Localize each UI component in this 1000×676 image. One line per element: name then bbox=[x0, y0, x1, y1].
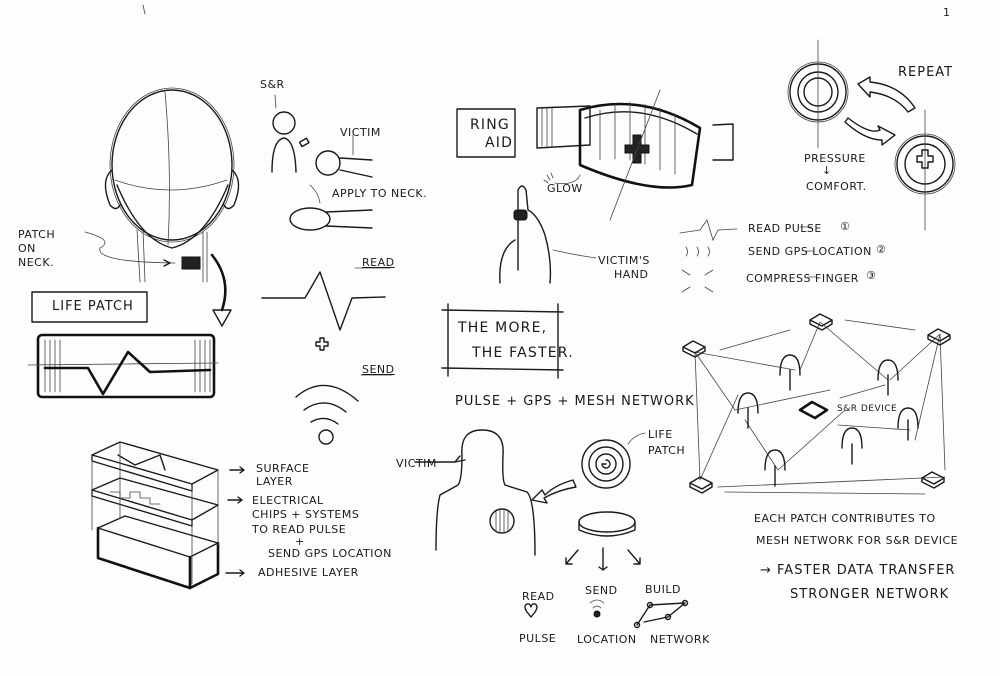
center-victim-label: VICTIM bbox=[396, 457, 437, 470]
chest-patch bbox=[489, 508, 515, 534]
action-send: SEND bbox=[585, 584, 618, 597]
sr-device bbox=[798, 400, 829, 420]
electrical-label-4: + bbox=[295, 535, 305, 548]
slogan-line-2: THE FASTER. bbox=[472, 345, 574, 361]
formula-label: PULSE + GPS + MESH NETWORK bbox=[455, 394, 695, 409]
read-send-sketch bbox=[261, 267, 393, 445]
relay-device bbox=[689, 476, 713, 494]
apply-patch-sketch bbox=[271, 94, 373, 231]
pressure-rings bbox=[787, 39, 956, 231]
function-send-gps: SEND GPS LOCATION bbox=[748, 245, 872, 258]
sr-device-label: S&R DEVICE bbox=[837, 404, 898, 414]
head-sketch bbox=[84, 87, 240, 327]
slogan-line-1: THE MORE, bbox=[458, 320, 548, 336]
life-patch-label-1: LIFE bbox=[648, 428, 673, 441]
mesh-network-diagram bbox=[682, 313, 951, 495]
network-icon bbox=[636, 602, 686, 626]
heart-icon bbox=[524, 603, 538, 618]
life-patch-label-2: PATCH bbox=[648, 444, 686, 457]
function-number-2: ② bbox=[876, 243, 887, 256]
life-patch-spiral bbox=[581, 439, 631, 489]
relay-device bbox=[682, 340, 706, 358]
glow-label: GLOW bbox=[547, 182, 583, 195]
send-label: SEND bbox=[362, 363, 395, 376]
life-patch-band bbox=[27, 291, 219, 399]
action-network: NETWORK bbox=[650, 633, 710, 646]
relay-device bbox=[809, 313, 833, 331]
comfort-label: COMFORT. bbox=[806, 180, 867, 193]
ring-on-finger bbox=[513, 209, 528, 221]
relay-device bbox=[927, 328, 951, 346]
life-patch-title: LIFE PATCH bbox=[52, 299, 134, 314]
sr-label: S&R bbox=[260, 78, 285, 91]
function-number-1: ① bbox=[840, 220, 851, 233]
pressure-arrow: ↓ bbox=[822, 164, 832, 177]
victim-body-sketch bbox=[414, 429, 689, 629]
ring-aid-sketch bbox=[456, 89, 817, 293]
page-mark bbox=[142, 4, 146, 15]
benefit-2: STRONGER NETWORK bbox=[790, 587, 950, 602]
repeat-label: REPEAT bbox=[898, 65, 954, 80]
victims-hand-label-2: HAND bbox=[614, 268, 649, 281]
action-read: READ bbox=[522, 590, 555, 603]
slogan-frame bbox=[441, 303, 564, 379]
function-compress-finger: COMPRESS FINGER bbox=[746, 272, 859, 285]
ring-aid-title-1: RING bbox=[470, 117, 510, 133]
surface-layer-label: SURFACE LAYER bbox=[256, 462, 310, 488]
adhesive-layer-label: ADHESIVE LAYER bbox=[258, 566, 359, 579]
action-pulse: PULSE bbox=[519, 632, 557, 645]
signal-icon bbox=[593, 610, 601, 618]
function-read-pulse: READ PULSE bbox=[748, 222, 822, 235]
electrical-label-3: TO READ PULSE bbox=[252, 523, 347, 536]
pressure-label: PRESSURE bbox=[804, 152, 866, 165]
mesh-caption-1: EACH PATCH CONTRIBUTES TO bbox=[754, 512, 936, 525]
benefit-1: → FASTER DATA TRANSFER bbox=[760, 563, 956, 578]
relay-device bbox=[921, 471, 945, 489]
neck-patch bbox=[181, 256, 201, 270]
electrical-label-1: ELECTRICAL bbox=[252, 494, 324, 507]
victim-label: VICTIM bbox=[340, 126, 381, 139]
apply-to-neck-label: APPLY TO NECK. bbox=[332, 187, 428, 200]
function-number-3: ③ bbox=[866, 269, 877, 282]
electrical-label-2: CHIPS + SYSTEMS bbox=[252, 508, 360, 521]
electrical-label-5: SEND GPS LOCATION bbox=[268, 547, 392, 560]
signal-dot bbox=[318, 429, 334, 445]
action-location: LOCATION bbox=[577, 633, 637, 646]
patch-on-neck-label: PATCH ON NECK. bbox=[18, 228, 56, 269]
victims-hand-label-1: VICTIM'S bbox=[598, 254, 650, 267]
ring-aid-title-2: AID bbox=[485, 135, 514, 151]
action-build: BUILD bbox=[645, 583, 681, 596]
page-number: 1 bbox=[943, 6, 951, 19]
layer-exploded-view bbox=[91, 441, 245, 590]
mesh-caption-2: MESH NETWORK FOR S&R DEVICE bbox=[756, 534, 959, 547]
cross-icon bbox=[315, 337, 329, 351]
read-label: READ bbox=[362, 256, 395, 269]
